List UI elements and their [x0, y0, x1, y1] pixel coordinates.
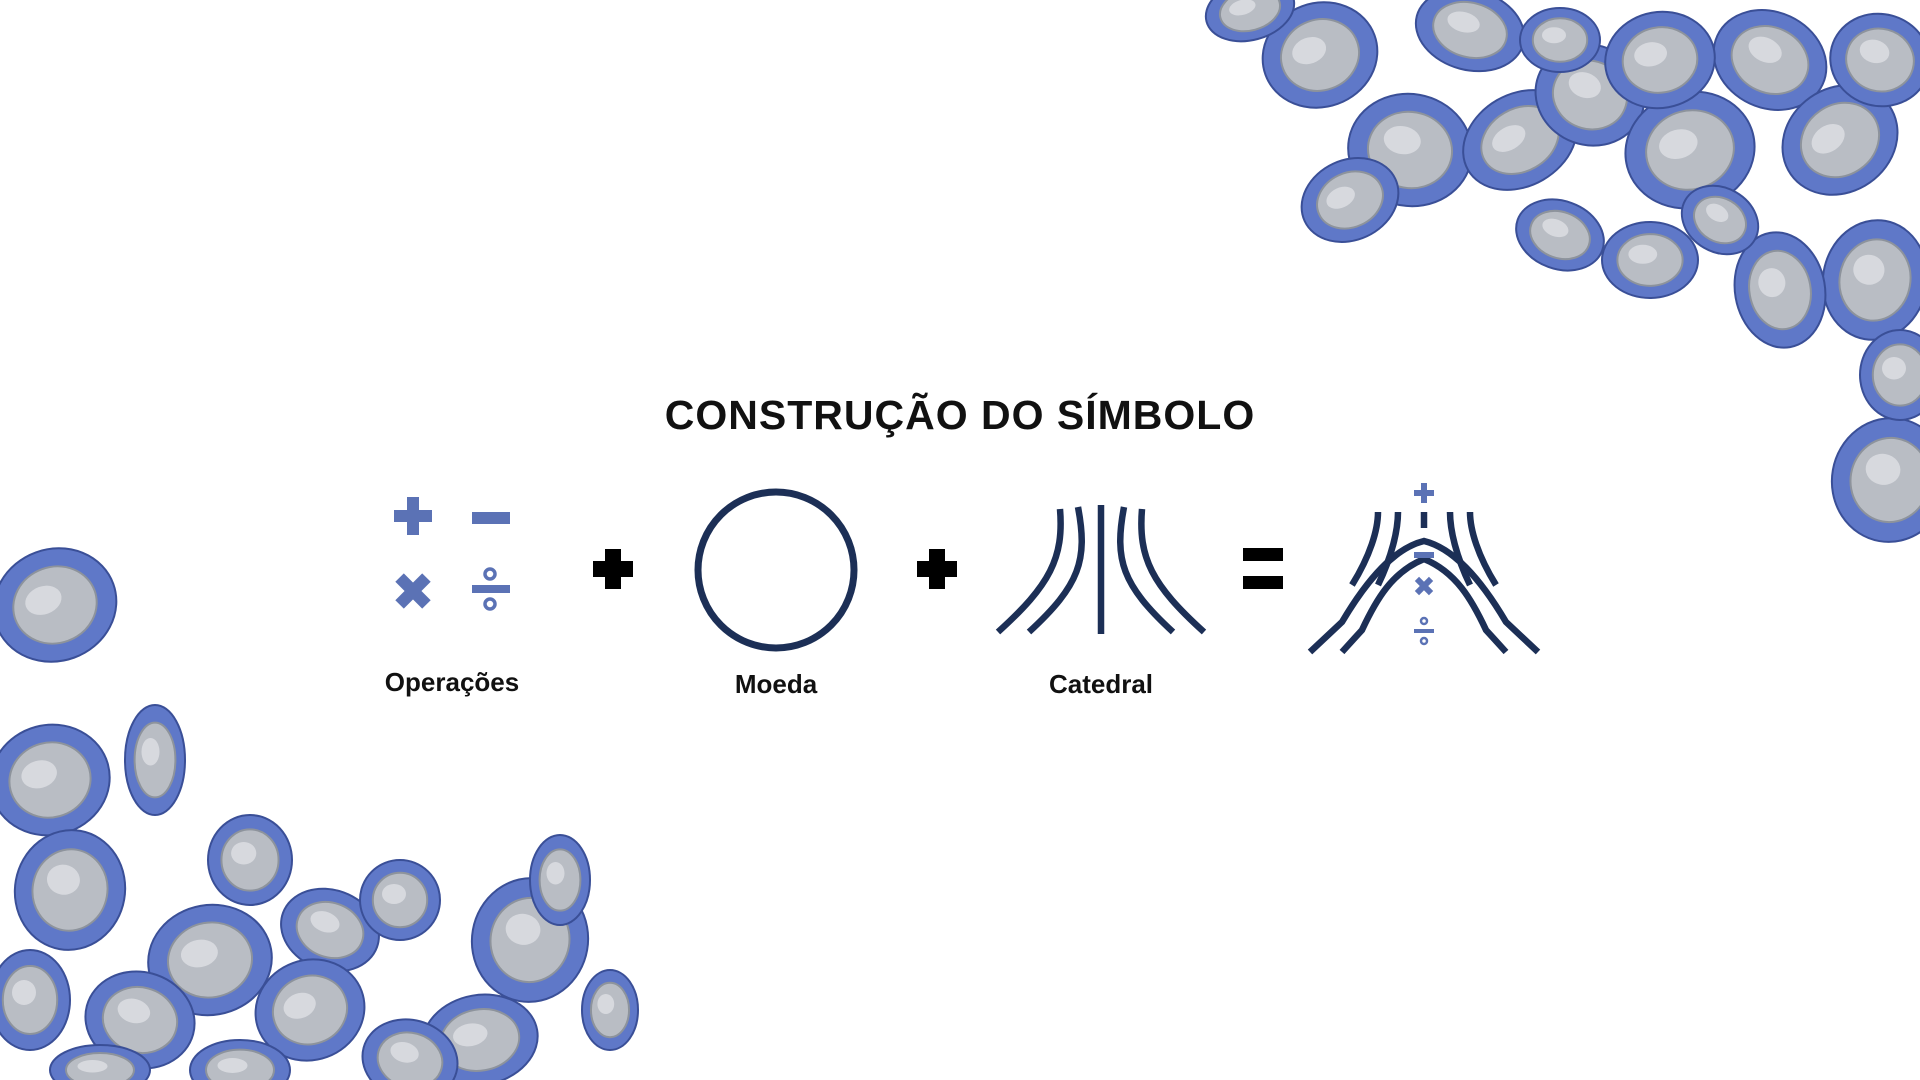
coin-icon	[0, 547, 118, 663]
math-operations-icon	[394, 497, 510, 611]
coin-icon	[1624, 90, 1756, 210]
plus-icon	[394, 497, 432, 535]
coin-icon	[207, 814, 293, 906]
coin-circle-icon	[694, 488, 858, 652]
coin-icon	[1680, 184, 1760, 256]
coin-icon	[124, 704, 186, 816]
label-catedral: Catedral	[1048, 669, 1154, 699]
coin-icon	[1300, 157, 1400, 243]
coin-icon	[1712, 9, 1828, 111]
coin-icon	[1519, 7, 1601, 73]
coin-icon	[1204, 0, 1296, 43]
label-operacoes: Operações	[384, 667, 520, 697]
coin-icon	[1515, 198, 1605, 272]
coin-icon	[1781, 84, 1899, 196]
multiply-icon	[395, 573, 431, 609]
coin-icon	[1733, 231, 1827, 349]
coin-icon	[1859, 329, 1920, 421]
coin-icon	[1829, 12, 1920, 108]
plus-operator-icon	[917, 549, 957, 589]
cathedral-lines-icon	[995, 505, 1207, 635]
label-moeda: Moeda	[734, 669, 818, 699]
coin-icon	[359, 859, 441, 941]
coin-icon	[84, 970, 196, 1070]
coin-icon	[361, 1018, 459, 1080]
coin-icon	[1821, 219, 1920, 341]
coin-icon	[1414, 0, 1526, 73]
combined-symbol-icon	[1307, 483, 1541, 655]
coin-icon	[1604, 10, 1716, 110]
coin-icon	[0, 723, 111, 837]
minus-icon	[472, 512, 510, 524]
coin-icon	[1830, 417, 1920, 543]
page-title: CONSTRUÇÃO DO SÍMBOLO	[664, 392, 1256, 438]
coin-icon	[280, 887, 380, 973]
coin-icon	[529, 834, 591, 926]
coin-icon	[49, 1044, 151, 1080]
coin-icon	[0, 949, 71, 1051]
coin-icon	[581, 969, 639, 1051]
coin-icon	[1601, 221, 1699, 299]
divide-icon	[472, 567, 510, 611]
plus-operator-icon	[593, 549, 633, 589]
coin-icon	[189, 1039, 291, 1080]
equals-operator-icon	[1243, 548, 1283, 589]
coin-icon	[1261, 1, 1379, 109]
coin-icon	[13, 829, 127, 951]
coin-icon	[254, 958, 366, 1062]
